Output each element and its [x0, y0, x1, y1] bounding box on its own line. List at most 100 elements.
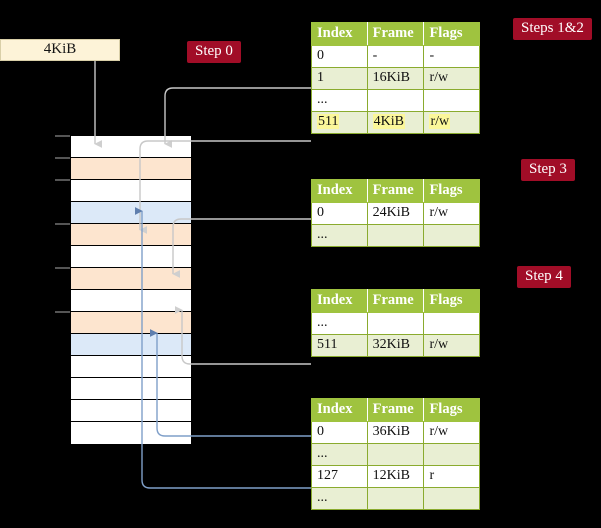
- table-cell-index: 127: [311, 465, 368, 488]
- highlighted-value: r/w: [429, 114, 451, 129]
- table-cell-flags: r/w: [423, 202, 480, 225]
- table-cell-flags: r/w: [423, 111, 480, 134]
- memory-tick: [55, 311, 70, 313]
- memory-tick: [55, 223, 70, 225]
- highlighted-value: 4KiB: [372, 114, 405, 129]
- memory-tick: [55, 267, 70, 269]
- memory-row: [71, 158, 191, 180]
- table-cell-index: 0: [311, 421, 368, 444]
- memory-tick: [55, 157, 70, 159]
- table-row: ...: [311, 443, 480, 466]
- memory-row: [71, 400, 191, 422]
- memory-row: [71, 312, 191, 334]
- table-cell-frame: 12KiB: [366, 465, 425, 488]
- memory-row: [71, 246, 191, 268]
- column-header-index: Index: [311, 22, 368, 46]
- badge-step-3: Step 3: [521, 159, 575, 181]
- memory-tick: [55, 179, 70, 181]
- column-header-frame: Frame: [366, 22, 425, 46]
- column-header-index: Index: [311, 289, 368, 313]
- memory-row: [71, 224, 191, 246]
- table-cell-frame: 32KiB: [366, 334, 425, 357]
- table-cell-frame: 36KiB: [366, 421, 425, 444]
- table-cell-flags: r/w: [423, 421, 480, 444]
- memory-row: [71, 202, 191, 224]
- memory-row: [71, 356, 191, 378]
- table-cell-index: 511: [311, 111, 368, 134]
- column-header-frame: Frame: [366, 179, 425, 203]
- column-header-flags: Flags: [423, 398, 480, 422]
- table-row: ...: [311, 487, 480, 510]
- table-row: 0--: [311, 45, 480, 68]
- table-cell-flags: [423, 487, 480, 510]
- badge-steps-1-2: Steps 1&2: [513, 18, 592, 40]
- table-cell-flags: [423, 443, 480, 466]
- table-cell-frame: [366, 312, 425, 335]
- column-header-frame: Frame: [366, 398, 425, 422]
- physical-memory-column: [70, 135, 191, 444]
- table-cell-index: ...: [311, 443, 368, 466]
- table-cell-frame: [366, 224, 425, 247]
- table-cell-frame: [366, 487, 425, 510]
- table-cell-flags: r/w: [423, 334, 480, 357]
- table-cell-frame: 24KiB: [366, 202, 425, 225]
- table-cell-flags: r/w: [423, 67, 480, 90]
- table-cell-frame: [366, 443, 425, 466]
- table-cell-frame: 16KiB: [366, 67, 425, 90]
- table-cell-frame: -: [366, 45, 425, 68]
- table-cell-index: 511: [311, 334, 368, 357]
- table-cell-index: ...: [311, 224, 368, 247]
- badge-step-0: Step 0: [187, 41, 241, 63]
- table-cell-index: 0: [311, 45, 368, 68]
- table-row: ...: [311, 224, 480, 247]
- memory-tick: [55, 135, 70, 137]
- table-cell-flags: [423, 312, 480, 335]
- column-header-flags: Flags: [423, 289, 480, 313]
- table-cell-flags: [423, 224, 480, 247]
- column-header-index: Index: [311, 398, 368, 422]
- table-cell-flags: -: [423, 45, 480, 68]
- virtual-address-box: 4KiB: [0, 39, 120, 61]
- column-header-flags: Flags: [423, 22, 480, 46]
- table-cell-frame: 4KiB: [366, 111, 425, 134]
- badge-step-4: Step 4: [517, 266, 571, 288]
- table-cell-index: ...: [311, 487, 368, 510]
- memory-row: [71, 290, 191, 312]
- table-cell-index: 1: [311, 67, 368, 90]
- table-cell-index: ...: [311, 312, 368, 335]
- memory-row: [71, 136, 191, 158]
- table-cell-index: 0: [311, 202, 368, 225]
- highlighted-value: 511: [317, 114, 340, 129]
- table-cell-flags: r: [423, 465, 480, 488]
- memory-row: [71, 180, 191, 202]
- table-cell-index: ...: [311, 89, 368, 112]
- memory-row: [71, 334, 191, 356]
- column-header-frame: Frame: [366, 289, 425, 313]
- wire-table2-row511-to-memory: [175, 306, 311, 365]
- column-header-index: Index: [311, 179, 368, 203]
- table-row: ...: [311, 89, 480, 112]
- column-header-flags: Flags: [423, 179, 480, 203]
- table-cell-frame: [366, 89, 425, 112]
- memory-row: [71, 422, 191, 444]
- table-row: 511 4KiB r/w: [311, 111, 480, 134]
- table-cell-flags: [423, 89, 480, 112]
- memory-row: [71, 378, 191, 400]
- wire-table3-row0-to-memory: [172, 218, 311, 278]
- virtual-address-label: 4KiB: [43, 41, 77, 57]
- table-row: ...: [311, 312, 480, 335]
